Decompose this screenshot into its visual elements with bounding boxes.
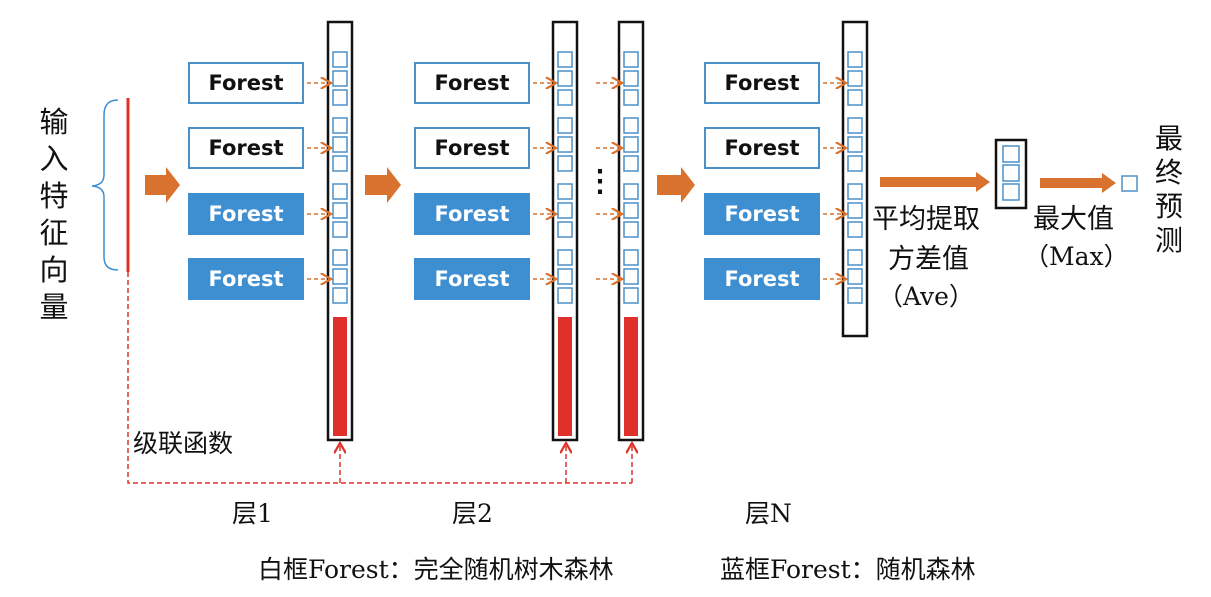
layer-2-output-vector-cell	[557, 202, 573, 219]
completely-random-forest-box: Forest	[704, 62, 820, 104]
layer-n-output-vector-cell	[847, 155, 863, 172]
layer-1-output-vector-cell	[332, 249, 348, 266]
random-forest-box: Forest	[188, 193, 304, 235]
layer-1-output-vector-cell	[332, 70, 348, 87]
layer-2-output-vector-cell	[557, 89, 573, 106]
layer-1-label: 层1	[232, 499, 273, 528]
average-vector-cell	[1002, 183, 1020, 201]
layer-2b-output-vector-cell	[623, 89, 639, 106]
layer-2b-output-vector-cell	[623, 117, 639, 134]
layer-n-label: 层N	[745, 499, 792, 528]
cascade-connection-line	[127, 272, 632, 484]
input-feature-vector-label: 输入特征向量	[39, 105, 69, 324]
layer-2b-output-vector-cell	[623, 202, 639, 219]
average-label-line2: 方差值	[888, 244, 969, 275]
completely-random-forest-box: Forest	[414, 127, 530, 169]
layer-2b-output-vector-cell	[623, 155, 639, 172]
random-forest-box: Forest	[414, 193, 530, 235]
layer-2-output-vector-cell	[557, 249, 573, 266]
brace-icon	[91, 99, 119, 271]
layer-n-output-vector-cell	[847, 221, 863, 238]
layer-2-output-vector-cell	[557, 155, 573, 172]
random-forest-box: Forest	[704, 193, 820, 235]
layer-1-output-vector-cell	[332, 155, 348, 172]
cascade-function-label: 级联函数	[133, 429, 234, 458]
layer-2-output-vector-cell	[557, 117, 573, 134]
layer-1-output-vector-augmented-feature	[333, 317, 347, 436]
layer-1-output-vector-cell	[332, 268, 348, 285]
completely-random-forest-box: Forest	[188, 127, 304, 169]
layer-2b-output-vector-cell	[623, 249, 639, 266]
layer-2b-output-vector-cell	[623, 51, 639, 68]
random-forest-box: Forest	[704, 258, 820, 300]
layer-2b-output-vector-cell	[623, 136, 639, 153]
layer-2b-output-vector-cell	[623, 183, 639, 200]
layer-2-label: 层2	[452, 499, 493, 528]
layer-2b-output-vector-cell	[623, 221, 639, 238]
final-prediction-cell	[1121, 175, 1138, 192]
layer-n-output-vector-cell	[847, 249, 863, 266]
arrow-to-layer-1-icon	[145, 167, 180, 203]
layer-2b-output-vector-cell	[623, 287, 639, 304]
layer-1-output-vector-cell	[332, 287, 348, 304]
completely-random-forest-box: Forest	[188, 62, 304, 104]
layer-n-output-vector-cell	[847, 202, 863, 219]
layer-1-output-vector-cell	[332, 202, 348, 219]
layer-2b-output-vector-cell	[623, 70, 639, 87]
layer-1-output-vector-cell	[332, 51, 348, 68]
layer-2-output-vector-cell	[557, 70, 573, 87]
max-arrow-icon-head	[1102, 173, 1116, 193]
layer-2-output-vector-cell	[557, 221, 573, 238]
layer-1-output-vector-cell	[332, 136, 348, 153]
random-forest-box: Forest	[414, 258, 530, 300]
layer-n-output-vector-cell	[847, 136, 863, 153]
layer-n-output-vector-cell	[847, 70, 863, 87]
layer-n-output-vector-cell	[847, 268, 863, 285]
layer-n-output-vector-cell	[847, 287, 863, 304]
average-label-line1: 平均提取	[872, 204, 980, 235]
layer-2b-output-vector-cell	[623, 268, 639, 285]
legend-blue-forest: 蓝框Forest：随机森林	[720, 555, 976, 584]
final-prediction-label: 最终预测	[1154, 122, 1183, 257]
layer-2-output-vector-cell	[557, 51, 573, 68]
layer-1-output-vector-cell	[332, 117, 348, 134]
ellipsis: ⋮	[585, 164, 615, 199]
layer-2b-output-vector-augmented-feature	[624, 317, 638, 436]
arrow-to-layer-n-icon	[657, 167, 695, 203]
layer-1-output-vector-cell	[332, 221, 348, 238]
layer-2-output-vector-cell	[557, 183, 573, 200]
layer-n-output-vector-cell	[847, 51, 863, 68]
average-arrow-icon	[880, 177, 978, 187]
layer-2-output-vector-cell	[557, 287, 573, 304]
layer-2-output-vector-cell	[557, 136, 573, 153]
layer-n-output-vector-cell	[847, 183, 863, 200]
arrow-to-layer-2-icon	[365, 167, 401, 203]
average-label-line3: （Ave）	[878, 282, 974, 311]
layer-2-output-vector-augmented-feature	[558, 317, 572, 436]
average-vector-cell	[1002, 164, 1020, 182]
max-arrow-icon	[1040, 178, 1104, 188]
layer-2-output-vector-cell	[557, 268, 573, 285]
max-label-line1: 最大值	[1033, 204, 1114, 235]
average-arrow-icon-head	[976, 172, 990, 192]
completely-random-forest-box: Forest	[414, 62, 530, 104]
layer-n-output-vector-cell	[847, 117, 863, 134]
legend-white-forest: 白框Forest：完全随机树木森林	[258, 555, 614, 584]
max-label-line2: （Max）	[1024, 242, 1129, 271]
layer-n-output-vector-cell	[847, 89, 863, 106]
average-vector-cell	[1002, 145, 1020, 163]
completely-random-forest-box: Forest	[704, 127, 820, 169]
layer-1-output-vector-cell	[332, 183, 348, 200]
random-forest-box: Forest	[188, 258, 304, 300]
layer-1-output-vector-cell	[332, 89, 348, 106]
